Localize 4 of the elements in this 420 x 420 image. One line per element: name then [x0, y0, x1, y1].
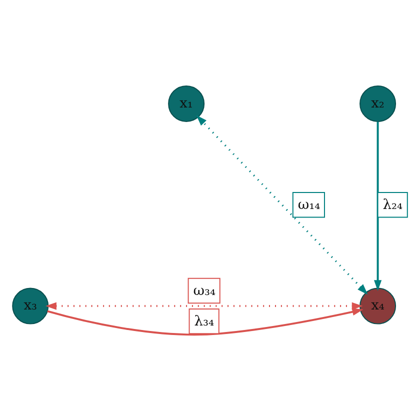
edge-label: λ₂₄ — [382, 196, 403, 213]
edge-label: ω₁₄ — [298, 196, 320, 213]
edge-label: ω₃₄ — [193, 282, 216, 298]
edge-label: λ₃₄ — [194, 312, 214, 329]
